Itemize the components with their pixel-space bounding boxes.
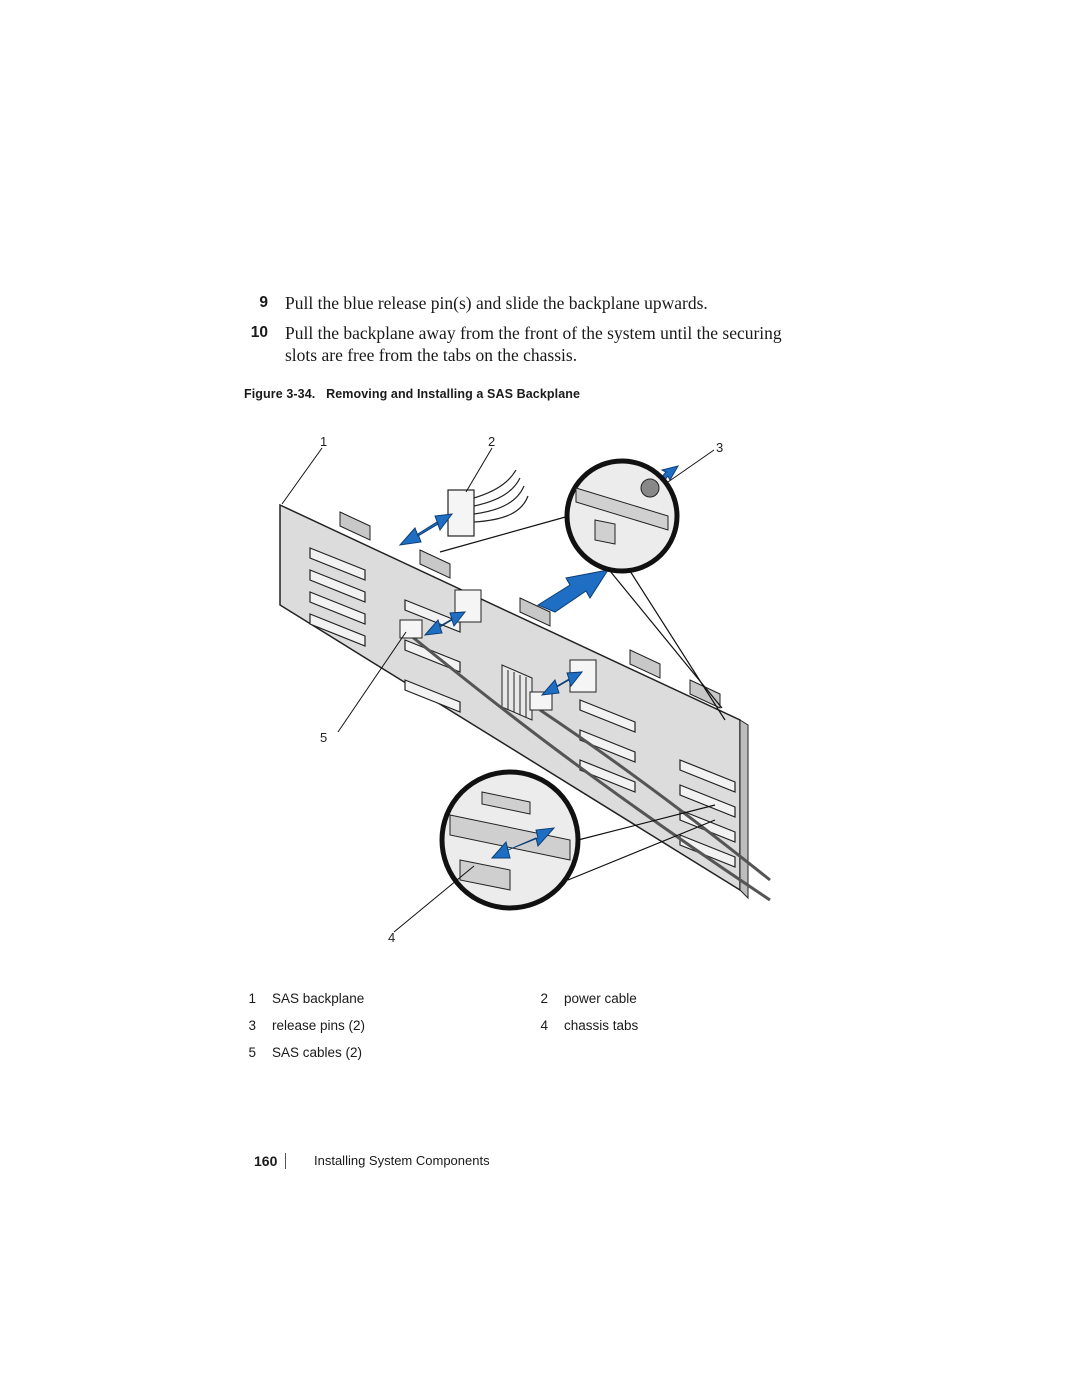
legend-label: SAS cables (2) [272,1045,363,1060]
heatsink [501,664,533,721]
backplane-illustration: 1 2 3 4 5 [279,434,771,945]
chassis-tab-detail [449,791,571,891]
legend-number: 5 [248,1045,256,1060]
power-cable [447,469,529,537]
figure-label: Figure 3-34. [244,387,316,401]
callout-1: 1 [320,434,327,449]
step-number: 9 [259,294,268,311]
release-pin-detail [575,478,669,545]
page-number: 160 [254,1153,278,1169]
chassis-tab-arrow [490,827,556,859]
bidirectional-arrow [540,671,584,696]
legend-label: chassis tabs [564,1018,639,1033]
footer-divider [285,1153,286,1169]
sas-cables [409,633,771,902]
footer-section-title: Installing System Components [314,1153,490,1168]
legend-label: release pins (2) [272,1018,366,1033]
figure-title: Removing and Installing a SAS Backplane [326,387,581,401]
legend-number: 1 [248,991,256,1006]
callout-4: 4 [388,930,395,945]
legend-number: 4 [540,1018,548,1033]
step-number: 10 [250,324,268,341]
figure-caption: Figure 3-34. Removing and Installing a S… [244,387,580,401]
callout-2: 2 [488,434,495,449]
legend-number: 2 [540,991,548,1006]
callout-3: 3 [716,440,723,455]
step-text: Pull the backplane away from the front o… [285,323,782,365]
bidirectional-arrow [398,513,454,546]
legend-number: 3 [248,1018,256,1033]
legend-label: SAS backplane [272,991,365,1006]
step-text: Pull the blue release pin(s) and slide t… [285,293,708,313]
callout-5: 5 [320,730,327,745]
board-top-tabs [339,511,721,709]
bidirectional-arrow [423,611,467,636]
upward-arrow [536,569,610,613]
legend-label: power cable [564,991,637,1006]
sas-cable-connector [529,691,553,711]
